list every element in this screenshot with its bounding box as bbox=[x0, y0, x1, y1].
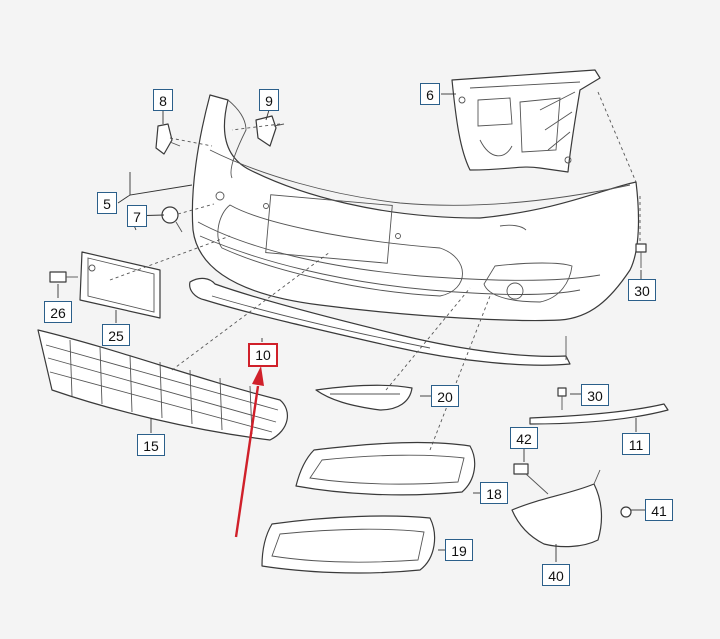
mounting-bracket-part bbox=[451, 69, 601, 173]
fog-light-bracket-part bbox=[511, 469, 603, 548]
trim-strip-11-part bbox=[529, 403, 669, 425]
callout-part-30-lower[interactable]: 30 bbox=[581, 384, 609, 406]
bolt-part-42 bbox=[513, 463, 549, 495]
callout-part-9[interactable]: 9 bbox=[259, 89, 279, 111]
callout-part-42[interactable]: 42 bbox=[510, 427, 538, 449]
callout-part-15[interactable]: 15 bbox=[137, 434, 165, 456]
callout-part-7[interactable]: 7 bbox=[127, 205, 147, 227]
callout-part-8[interactable]: 8 bbox=[153, 89, 173, 111]
bumper-cover-part bbox=[191, 94, 640, 322]
callout-part-6[interactable]: 6 bbox=[420, 83, 440, 105]
clip-part bbox=[255, 115, 285, 147]
assembly-lines bbox=[109, 91, 641, 451]
plate-bracket-part bbox=[79, 251, 161, 319]
callout-part-25[interactable]: 25 bbox=[102, 324, 130, 346]
callout-part-19[interactable]: 19 bbox=[445, 539, 473, 561]
callout-part-5[interactable]: 5 bbox=[97, 192, 117, 214]
callout-part-30-upper[interactable]: 30 bbox=[628, 279, 656, 301]
callout-part-20[interactable]: 20 bbox=[431, 385, 459, 407]
cover-cap-part bbox=[161, 206, 183, 233]
callout-part-18[interactable]: 18 bbox=[480, 482, 508, 504]
screw-part-26 bbox=[49, 271, 78, 283]
nut-part-41 bbox=[620, 506, 632, 518]
callout-part-11[interactable]: 11 bbox=[622, 433, 650, 455]
trim-strip-part bbox=[315, 384, 413, 411]
spoiler-part bbox=[189, 277, 571, 366]
screw-part-30 bbox=[557, 243, 647, 410]
fog-light-frame-19-part bbox=[261, 515, 436, 574]
callout-part-10[interactable]: 10 bbox=[248, 343, 278, 367]
callout-part-41[interactable]: 41 bbox=[645, 499, 673, 521]
highlight-arrow bbox=[234, 366, 264, 538]
grille-part bbox=[37, 329, 288, 441]
fog-light-frame-18-part bbox=[295, 441, 476, 496]
towing-cap-part bbox=[155, 123, 181, 155]
callout-part-40[interactable]: 40 bbox=[542, 564, 570, 586]
callout-part-26[interactable]: 26 bbox=[44, 301, 72, 323]
